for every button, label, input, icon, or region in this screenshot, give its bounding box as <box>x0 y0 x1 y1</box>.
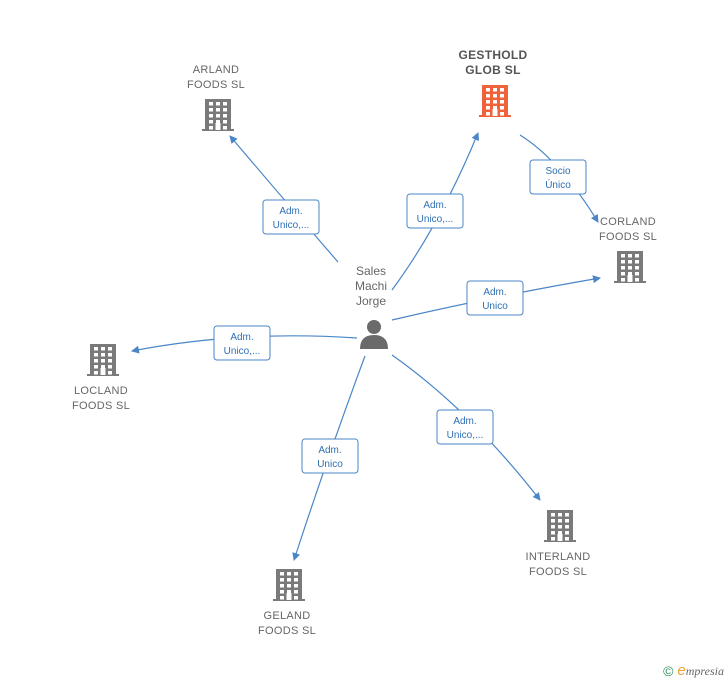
company-name: GLOB SL <box>465 63 520 77</box>
edge-label-text: Adm. <box>318 445 341 456</box>
edge-label-text: Adm. <box>279 206 302 217</box>
building-icon <box>614 251 646 283</box>
company-name: ARLAND <box>193 64 239 76</box>
company-name: LOCLAND <box>74 385 128 397</box>
company-name: GELAND <box>263 610 310 622</box>
footer-brand: © empresia <box>663 662 724 679</box>
edge-label-box <box>436 409 494 445</box>
edge-label-text: Unico,... <box>273 220 310 231</box>
company-name: FOODS SL <box>187 79 245 91</box>
edge-line <box>229 135 339 263</box>
company-name: INTERLAND <box>525 551 590 563</box>
person-icon <box>360 320 388 349</box>
company-node-arland[interactable]: ARLAND FOODS SL <box>187 64 245 131</box>
edge-label-text: Unico <box>482 301 508 312</box>
edge-label-box <box>213 325 271 361</box>
edge-label[interactable]: Adm. Unico,... <box>262 199 320 235</box>
copyright-icon: © <box>663 662 674 679</box>
company-name: FOODS SL <box>529 566 587 578</box>
edge-label-text: Socio <box>545 166 570 177</box>
edge-label-box <box>529 159 587 195</box>
company-name: FOODS SL <box>258 625 316 637</box>
person-name: Sales <box>356 264 386 278</box>
edge-label[interactable]: Adm. Unico,... <box>406 193 464 229</box>
company-name: FOODS SL <box>72 400 130 412</box>
edge-person-interland: Adm. Unico,... <box>391 354 541 501</box>
edge-label-box <box>406 193 464 229</box>
company-node-geland[interactable]: GELAND FOODS SL <box>258 569 316 637</box>
edge-label[interactable]: Adm. Unico <box>301 438 359 474</box>
person-name: Jorge <box>356 294 386 308</box>
building-icon <box>87 344 119 376</box>
edge-label-text: Unico,... <box>417 214 454 225</box>
edge-label-text: Único <box>545 178 571 191</box>
edge-label-text: Adm. <box>423 200 446 211</box>
edge-label-box <box>466 280 524 316</box>
edge-label[interactable]: Adm. Unico,... <box>213 325 271 361</box>
brand-logo: empresia <box>677 662 724 679</box>
edge-label-text: Unico <box>317 459 343 470</box>
edge-label-text: Adm. <box>453 416 476 427</box>
building-icon <box>544 510 576 542</box>
edge-label-box <box>262 199 320 235</box>
edge-person-geland: Adm. Unico <box>292 355 366 561</box>
person-name: Machi <box>355 279 387 293</box>
edge-label-text: Unico,... <box>447 430 484 441</box>
edge-label-text: Unico,... <box>224 346 261 357</box>
company-name: FOODS SL <box>599 231 657 243</box>
edge-person-arland: Adm. Unico,... <box>229 135 339 263</box>
company-node-corland[interactable]: CORLAND FOODS SL <box>599 216 657 283</box>
edge-person-corland: Adm. Unico <box>391 275 601 321</box>
company-node-locland[interactable]: LOCLAND FOODS SL <box>72 344 130 412</box>
edge-label-text: Adm. <box>483 287 506 298</box>
company-name: GESTHOLD <box>458 48 527 62</box>
company-name: CORLAND <box>600 216 656 228</box>
edge-label[interactable]: Adm. Unico <box>466 280 524 316</box>
edge-label-text: Adm. <box>230 332 253 343</box>
building-icon <box>273 569 305 601</box>
edge-person-locland: Adm. Unico,... <box>131 325 358 361</box>
edge-label[interactable]: Adm. Unico,... <box>436 409 494 445</box>
edge-label-box <box>301 438 359 474</box>
edge-person-gesthold: Adm. Unico,... <box>391 132 480 291</box>
company-node-interland[interactable]: INTERLAND FOODS SL <box>525 510 590 578</box>
building-icon <box>202 99 234 131</box>
building-icon <box>479 85 511 117</box>
